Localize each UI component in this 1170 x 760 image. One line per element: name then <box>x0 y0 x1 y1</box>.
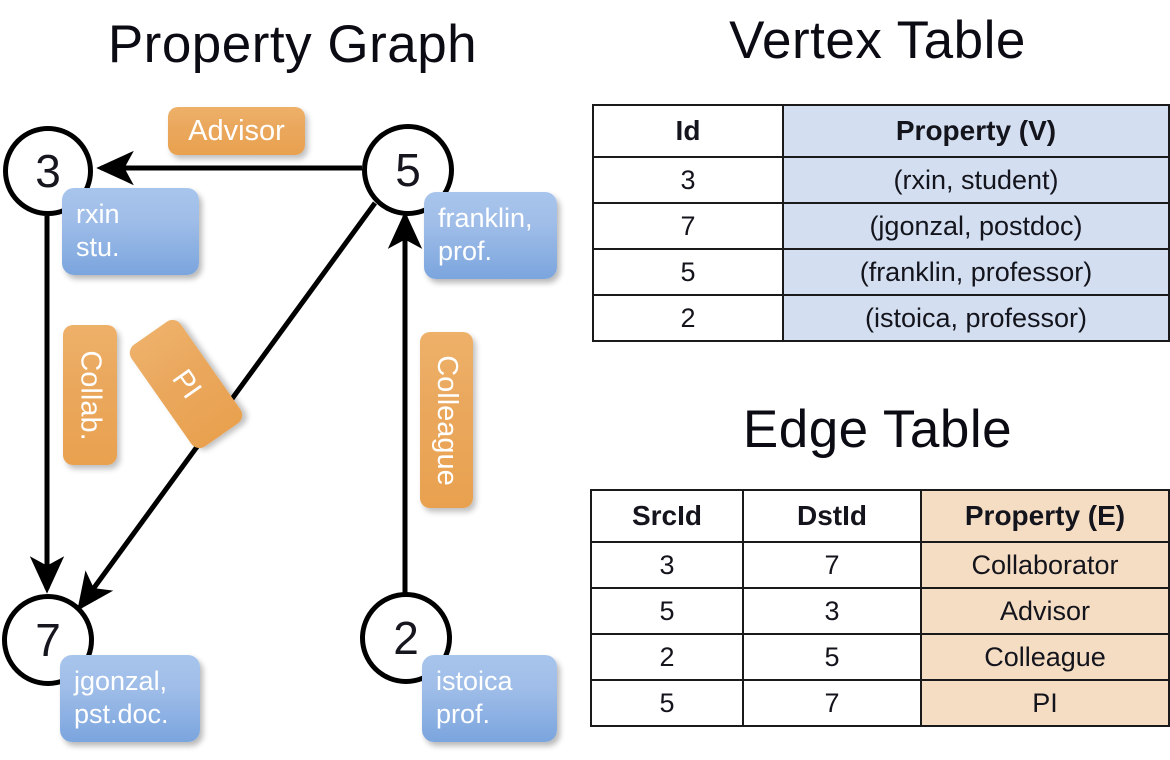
edge-cell-dst: 7 <box>742 679 922 727</box>
property-graph-title: Property Graph <box>107 15 478 74</box>
edge-label-colleague[interactable]: Colleague <box>420 332 473 508</box>
edge-cell-src: 3 <box>590 541 744 589</box>
edge-table-title: Edge Table <box>742 400 1013 459</box>
vertex-cell-property: (istoica, professor) <box>782 294 1170 342</box>
graph-node-5[interactable]: 5 <box>362 124 454 216</box>
edge-header-dstid: DstId <box>742 489 922 543</box>
table-row[interactable]: 5 (franklin, professor) <box>592 248 1170 296</box>
vertex-header-property: Property (V) <box>782 104 1170 158</box>
edge-cell-src: 5 <box>590 679 744 727</box>
edge-cell-property: PI <box>920 679 1170 727</box>
vertex-table: Id Property (V) 3 (rxin, student) 7 (jgo… <box>592 104 1170 342</box>
edge-cell-property: Collaborator <box>920 541 1170 589</box>
edge-header-srcid: SrcId <box>590 489 744 543</box>
vertex-cell-id: 7 <box>592 202 784 250</box>
edge-cell-property: Colleague <box>920 633 1170 681</box>
graph-node-7-label: 7 <box>35 614 61 666</box>
table-row[interactable]: 5 3 Advisor <box>590 587 1170 635</box>
graph-node-3-label: 3 <box>35 145 61 197</box>
table-row[interactable]: 5 7 PI <box>590 679 1170 727</box>
table-row[interactable]: 2 (istoica, professor) <box>592 294 1170 342</box>
vertex-cell-property: (rxin, student) <box>782 156 1170 204</box>
edge-cell-src: 2 <box>590 633 744 681</box>
node-property-box-5[interactable]: franklin, prof. <box>424 192 557 279</box>
edge-cell-dst: 3 <box>742 587 922 635</box>
graph-node-2[interactable]: 2 <box>360 592 452 684</box>
vertex-cell-id: 5 <box>592 248 784 296</box>
vertex-cell-id: 3 <box>592 156 784 204</box>
edge-header-property: Property (E) <box>920 489 1170 543</box>
table-row[interactable]: 3 (rxin, student) <box>592 156 1170 204</box>
node-property-box-3[interactable]: rxin stu. <box>62 188 199 275</box>
edge-label-collab[interactable]: Collab. <box>63 325 117 465</box>
vertex-cell-id: 2 <box>592 294 784 342</box>
edge-label-advisor-text: Advisor <box>188 114 285 147</box>
table-row[interactable]: 7 (jgonzal, postdoc) <box>592 202 1170 250</box>
vertex-table-header-row: Id Property (V) <box>592 104 1170 158</box>
edge-label-collab-text: Collab. <box>74 349 107 441</box>
vertex-cell-property: (franklin, professor) <box>782 248 1170 296</box>
table-row[interactable]: 3 7 Collaborator <box>590 541 1170 589</box>
graph-node-2-label: 2 <box>393 612 419 664</box>
edge-label-pi-text: PI <box>165 363 208 405</box>
graph-node-5-label: 5 <box>395 144 421 196</box>
node-property-box-2[interactable]: istoica prof. <box>422 655 557 742</box>
node-property-box-7[interactable]: jgonzal, pst.doc. <box>60 655 200 742</box>
edge-table: SrcId DstId Property (E) 3 7 Collaborato… <box>590 489 1170 727</box>
edge-cell-dst: 5 <box>742 633 922 681</box>
vertex-table-title: Vertex Table <box>729 11 1026 70</box>
edge-label-colleague-text: Colleague <box>431 354 464 486</box>
edge-cell-dst: 7 <box>742 541 922 589</box>
table-row[interactable]: 2 5 Colleague <box>590 633 1170 681</box>
edge-cell-src: 5 <box>590 587 744 635</box>
vertex-cell-property: (jgonzal, postdoc) <box>782 202 1170 250</box>
edge-table-header-row: SrcId DstId Property (E) <box>590 489 1170 543</box>
edge-cell-property: Advisor <box>920 587 1170 635</box>
vertex-header-id: Id <box>592 104 784 158</box>
edge-label-advisor[interactable]: Advisor <box>168 107 305 155</box>
